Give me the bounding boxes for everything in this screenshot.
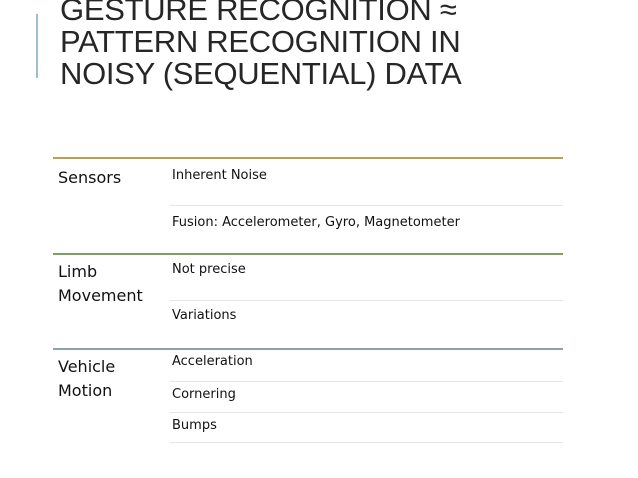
title-accent-bar xyxy=(36,14,38,78)
list-item: Fusion: Accelerometer, Gyro, Magnetomete… xyxy=(170,205,563,251)
group-label-line: Limb xyxy=(58,262,98,281)
group-items: Inherent Noise Fusion: Accelerometer, Gy… xyxy=(170,159,563,252)
group-vehicle-motion: Vehicle Motion Acceleration Cornering Bu… xyxy=(53,348,563,443)
list-item: Not precise xyxy=(172,262,246,277)
list-item: Acceleration xyxy=(172,354,253,369)
group-items: Not precise Variations xyxy=(170,255,563,347)
list-item: Bumps xyxy=(170,412,563,443)
list-item: Inherent Noise xyxy=(172,168,267,183)
list-item: Variations xyxy=(170,300,563,345)
group-sensors: Sensors Inherent Noise Fusion: Accelerom… xyxy=(53,157,563,252)
list-item: Cornering xyxy=(170,381,563,412)
slide-title: GESTURE RECOGNITION ≈ PATTERN RECOGNITIO… xyxy=(60,0,620,90)
title-line: NOISY (SEQUENTIAL) DATA xyxy=(60,56,462,91)
group-label-line: Movement xyxy=(58,286,143,305)
group-limb-movement: Limb Movement Not precise Variations xyxy=(53,253,563,347)
group-label-line: Sensors xyxy=(58,168,122,187)
group-label: Vehicle Motion xyxy=(53,350,170,442)
group-label: Sensors xyxy=(53,159,170,252)
group-label: Limb Movement xyxy=(53,255,170,347)
group-label-line: Vehicle xyxy=(58,357,116,376)
group-items: Acceleration Cornering Bumps xyxy=(170,350,563,443)
group-label-line: Motion xyxy=(58,381,113,400)
title-line: PATTERN RECOGNITION IN xyxy=(60,24,461,59)
title-line: GESTURE RECOGNITION ≈ xyxy=(60,0,457,27)
noise-sources-table: Sensors Inherent Noise Fusion: Accelerom… xyxy=(53,157,563,443)
